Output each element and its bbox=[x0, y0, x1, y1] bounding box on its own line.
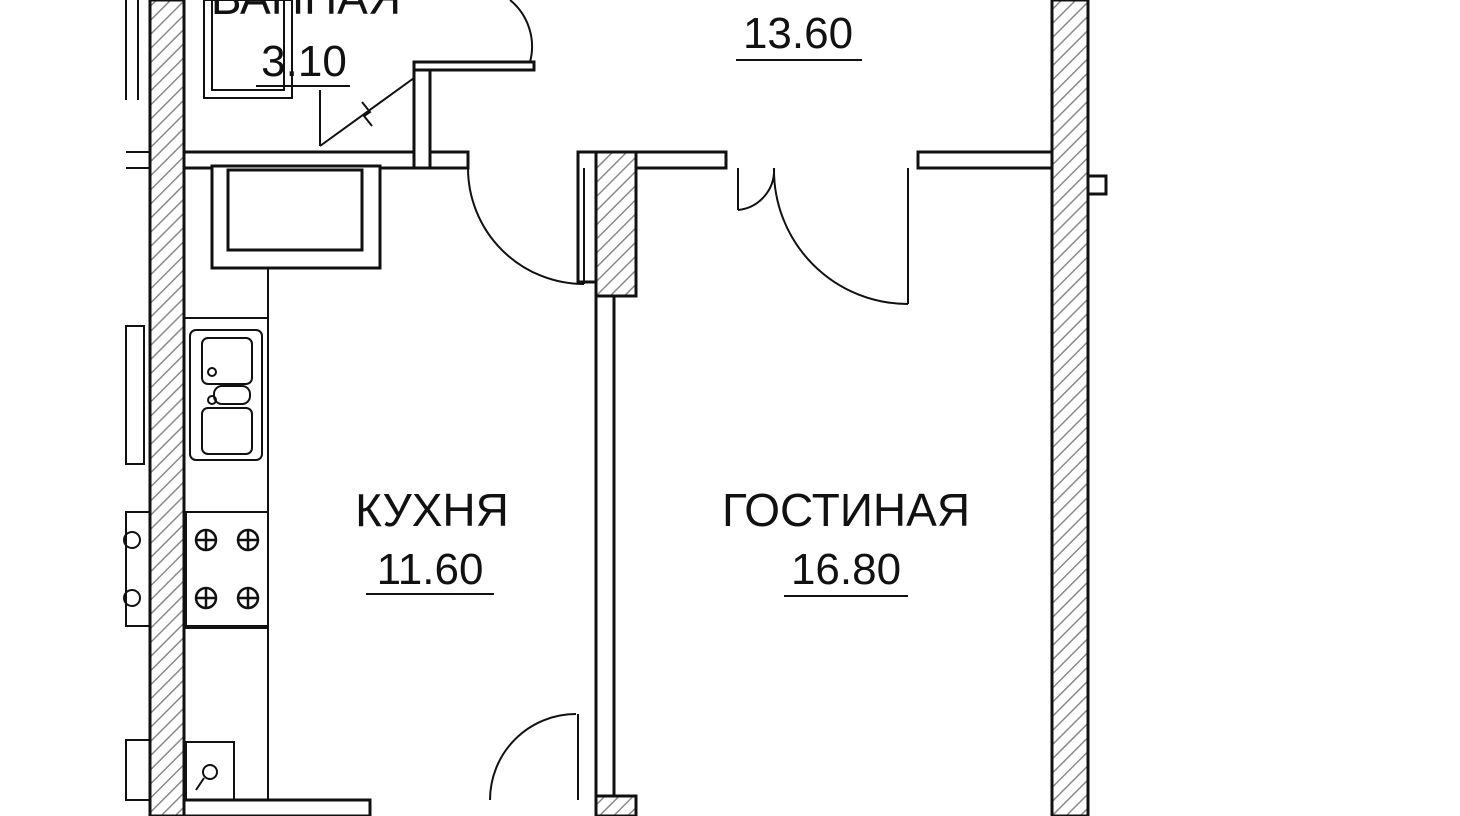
bathroom-area: 3.10 bbox=[261, 37, 347, 86]
living-name: ГОСТИНАЯ bbox=[722, 484, 970, 536]
bottom-pillar bbox=[594, 794, 638, 816]
wall-bath-stub-top bbox=[412, 60, 536, 72]
kitchen-name: КУХНЯ bbox=[355, 484, 509, 536]
kitchen-jamb bbox=[576, 150, 598, 284]
room-labels: ВАННАЯ 3.10 13.60 КУХНЯ 11.60 ГОСТИНАЯ 1… bbox=[211, 0, 970, 597]
wall-bottom-left bbox=[182, 798, 372, 816]
left-edge-fixtures bbox=[123, 0, 151, 801]
exterior-walls bbox=[148, 0, 1090, 816]
right-wall bbox=[1050, 0, 1090, 816]
living-area: 16.80 bbox=[791, 545, 901, 594]
door-living-swing-left bbox=[737, 167, 776, 211]
partition-kitchen-living bbox=[594, 294, 616, 798]
pillar bbox=[594, 150, 638, 298]
door-living-swing-right bbox=[772, 167, 909, 305]
door-bathroom-swing bbox=[509, 0, 533, 63]
duct-inner bbox=[226, 168, 364, 252]
kitchen-area: 11.60 bbox=[377, 545, 484, 594]
top-room-area: 13.60 bbox=[743, 9, 853, 58]
fridge-icon bbox=[185, 741, 235, 801]
door-kitchen-swing bbox=[467, 167, 585, 285]
doors bbox=[467, 0, 909, 801]
bathroom-name: ВАННАЯ bbox=[211, 0, 401, 24]
interior-walls bbox=[182, 60, 1108, 816]
wall-top-mid bbox=[634, 150, 728, 170]
left-wall bbox=[148, 0, 186, 816]
wall-top-right bbox=[916, 150, 1054, 170]
sink-icon bbox=[189, 329, 263, 461]
bathtub-icon bbox=[203, 0, 415, 147]
stove-icon bbox=[185, 511, 269, 627]
door-bottom-swing bbox=[489, 713, 577, 801]
wall-bath-stub bbox=[412, 64, 432, 170]
window-stub bbox=[1086, 174, 1108, 196]
